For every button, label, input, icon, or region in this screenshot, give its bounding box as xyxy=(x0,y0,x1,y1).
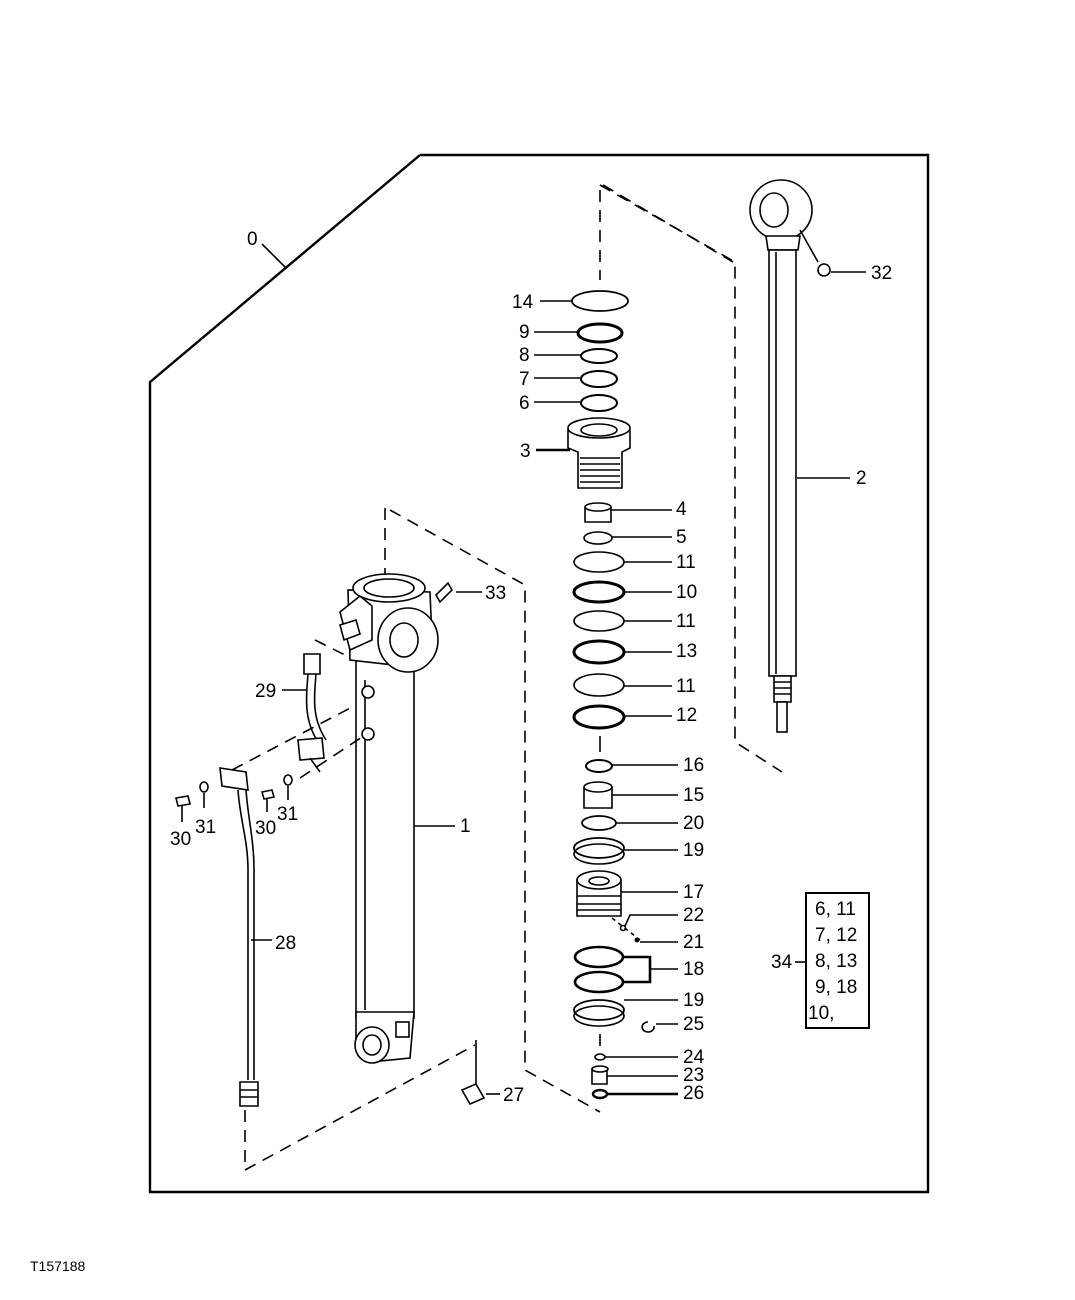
callout-31a: 31 xyxy=(195,817,216,838)
backup-ring-11a xyxy=(573,551,625,573)
callout-26: 26 xyxy=(683,1083,704,1104)
ring-16 xyxy=(585,759,613,773)
wear-ring-19b xyxy=(573,999,625,1027)
piston-17 xyxy=(576,870,622,917)
kit-row-5: 10, xyxy=(808,1003,834,1024)
callout-labels: 0 1 2 3 4 5 6 7 8 9 14 11 10 11 13 11 12… xyxy=(170,229,892,1106)
callout-leaders xyxy=(534,300,806,1096)
backup-ring-11c xyxy=(573,673,625,697)
cylinder-barrel xyxy=(339,573,439,1064)
washer-31b xyxy=(283,774,293,800)
grease-fitting-33 xyxy=(435,581,482,604)
callout-28: 28 xyxy=(275,933,296,954)
o-ring-14 xyxy=(571,290,629,312)
callout-6: 6 xyxy=(519,393,530,414)
callout-13: 13 xyxy=(676,641,697,662)
o-ring-12 xyxy=(572,704,626,730)
snap-ring-5 xyxy=(583,531,613,545)
rod-guide-3 xyxy=(567,417,631,489)
callout-33: 33 xyxy=(485,583,506,604)
callout-1: 1 xyxy=(460,816,471,837)
callout-2: 2 xyxy=(856,468,867,489)
callout-21: 21 xyxy=(683,932,704,953)
o-ring-10 xyxy=(572,580,626,604)
kit-row-1: 6, 11 xyxy=(815,899,856,920)
callout-18: 18 xyxy=(683,959,704,980)
wear-ring-19a xyxy=(573,837,625,865)
kit-row-4: 9, 18 xyxy=(815,977,857,998)
seal-9 xyxy=(576,322,624,344)
callout-4: 4 xyxy=(676,499,687,520)
callout-24: 24 xyxy=(683,1047,705,1068)
seal-6 xyxy=(580,394,618,412)
o-ring-13 xyxy=(572,639,626,665)
kit-table-box xyxy=(805,892,870,1029)
washer-31a xyxy=(199,781,209,808)
grease-fitting-32 xyxy=(799,229,866,277)
kit-row-2: 7, 12 xyxy=(815,925,857,946)
callout-25: 25 xyxy=(683,1014,704,1035)
callout-19b: 19 xyxy=(683,990,704,1011)
callout-3: 3 xyxy=(520,441,531,462)
callout-17: 17 xyxy=(683,882,704,903)
callout-8: 8 xyxy=(519,345,530,366)
piston-rod xyxy=(749,179,813,733)
callout-27: 27 xyxy=(503,1085,524,1106)
callout-19a: 19 xyxy=(683,840,704,861)
callout-34: 34 xyxy=(771,952,793,973)
kit-table-rows: 6, 11 7, 12 8, 13 9, 18 10, xyxy=(808,899,857,1024)
elbow-fitting-27 xyxy=(460,1040,500,1106)
ring-20 xyxy=(581,815,617,831)
callout-9: 9 xyxy=(519,322,530,343)
callout-14: 14 xyxy=(512,292,534,313)
callout-12: 12 xyxy=(676,705,697,726)
ring-26 xyxy=(591,1088,609,1100)
callout-11c: 11 xyxy=(676,676,696,697)
tube-28 xyxy=(219,767,259,1107)
nut-23 xyxy=(591,1065,609,1085)
clip-25 xyxy=(641,1021,655,1033)
callout-20: 20 xyxy=(683,813,704,834)
callout-7: 7 xyxy=(519,369,530,390)
group-frame xyxy=(148,153,930,1194)
callout-29: 29 xyxy=(255,681,276,702)
callout-5: 5 xyxy=(676,527,687,548)
backup-ring-11b xyxy=(573,610,625,632)
callout-10: 10 xyxy=(676,582,697,603)
seal-18b xyxy=(573,970,625,994)
ring-24 xyxy=(594,1053,606,1061)
callout-30a: 30 xyxy=(170,829,191,850)
callout-0: 0 xyxy=(247,229,258,250)
kit-row-3: 8, 13 xyxy=(815,951,857,972)
seal-7 xyxy=(580,370,618,388)
tube-29 xyxy=(297,653,327,773)
callout-30b: 30 xyxy=(255,818,276,839)
callout-23: 23 xyxy=(683,1065,704,1086)
bolt-30b xyxy=(260,789,276,812)
rod-dash-frame xyxy=(599,184,783,773)
figure-reference: T157188 xyxy=(30,1258,86,1274)
spacer-15 xyxy=(583,781,613,809)
callout-22: 22 xyxy=(683,905,704,926)
callout-31b: 31 xyxy=(277,804,298,825)
callout-15: 15 xyxy=(683,785,704,806)
bolt-30a xyxy=(175,795,191,822)
callout-16: 16 xyxy=(683,755,704,776)
callout-32: 32 xyxy=(871,263,892,284)
callout-11a: 11 xyxy=(676,552,696,573)
callout-11b: 11 xyxy=(676,611,696,632)
seal-18a xyxy=(573,945,625,969)
seal-8 xyxy=(580,348,618,364)
bushing-4 xyxy=(584,502,612,523)
